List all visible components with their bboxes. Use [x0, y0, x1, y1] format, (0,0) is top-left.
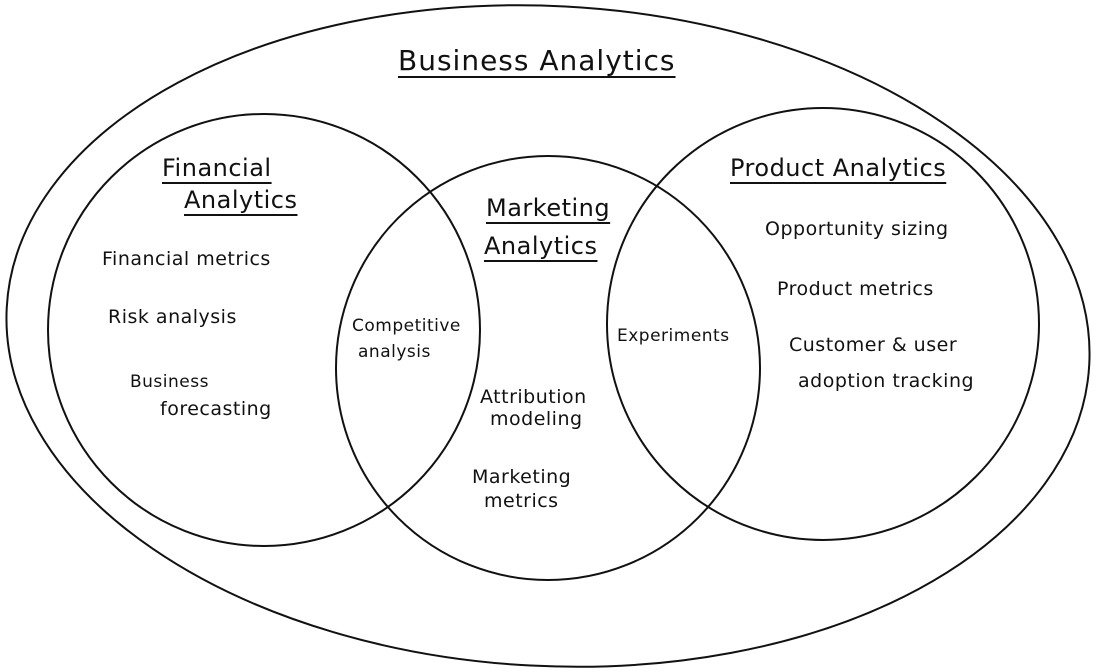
marketing-item-marketing: Marketing [472, 466, 572, 488]
overlap-competitive-line1: Competitive [352, 316, 461, 336]
product-item-product-metrics: Product metrics [777, 278, 934, 300]
product-analytics-circle [606, 107, 1040, 541]
financial-heading-line1: Financial [162, 154, 272, 182]
marketing-item-metrics: metrics [484, 490, 559, 512]
financial-item-financial-metrics: Financial metrics [102, 248, 271, 270]
financial-item-risk-analysis: Risk analysis [108, 306, 237, 328]
marketing-analytics-circle [335, 155, 761, 581]
marketing-heading-line1: Marketing [486, 194, 611, 222]
marketing-item-modeling: modeling [490, 408, 583, 430]
marketing-heading-line2: Analytics [484, 232, 598, 260]
financial-heading-line2: Analytics [184, 186, 298, 214]
product-item-opportunity-sizing: Opportunity sizing [765, 218, 949, 240]
financial-analytics-circle [47, 113, 481, 547]
diagram-title: Business Analytics [398, 44, 676, 77]
financial-item-business: Business [130, 372, 209, 392]
product-item-customer-user: Customer & user [789, 334, 958, 356]
financial-item-forecasting: forecasting [160, 398, 272, 420]
overlap-experiments: Experiments [617, 326, 730, 346]
overlap-competitive-line2: analysis [358, 342, 431, 362]
product-item-adoption-tracking: adoption tracking [798, 370, 975, 392]
marketing-item-attribution: Attribution [480, 386, 587, 408]
product-heading: Product Analytics [730, 154, 947, 182]
